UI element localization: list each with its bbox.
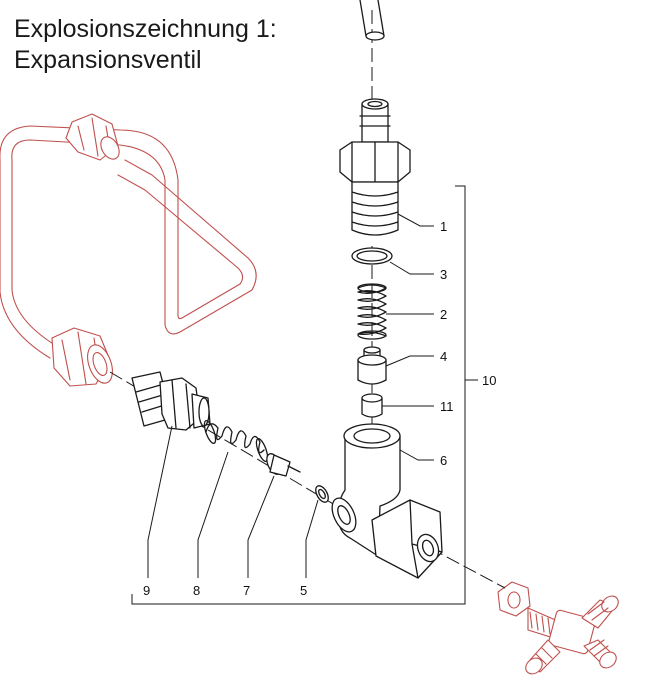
part-9-threaded-adapter	[131, 371, 211, 431]
title-line-2: Expansionsventil	[14, 46, 202, 74]
cross-fitting	[497, 581, 619, 675]
callout-9: 9	[143, 583, 150, 598]
callout-7: 7	[243, 583, 250, 598]
callout-5: 5	[300, 583, 307, 598]
callout-2: 2	[440, 307, 447, 322]
assembly-bracket	[131, 185, 478, 605]
pipe-nut-lower	[51, 327, 113, 387]
hose	[359, 0, 385, 41]
part-3-o-ring	[351, 247, 393, 265]
pipe-nut-upper	[65, 113, 120, 161]
part-11-valve-seat	[361, 393, 383, 418]
callout-6: 6	[440, 453, 447, 468]
connecting-pipe	[0, 113, 257, 387]
callout-10: 10	[482, 373, 496, 388]
diagram-title: Explosionszeichnung 1: Expansionsventil	[14, 14, 277, 76]
part-7-needle-valve	[266, 453, 301, 477]
part-6-valve-body	[331, 423, 443, 579]
axis-outlet	[429, 547, 506, 589]
part-5-o-ring	[315, 485, 329, 503]
callout-11: 11	[440, 399, 454, 414]
callout-3: 3	[440, 267, 447, 282]
part-1-hose-connector	[339, 98, 411, 236]
part-8-spring	[203, 419, 269, 463]
part-4-piston	[357, 346, 387, 385]
callout-1: 1	[440, 219, 447, 234]
callout-labels: 1 2 3 4 5 6 7 8 9 10 11	[143, 219, 496, 598]
callout-4: 4	[440, 349, 447, 364]
callout-8: 8	[193, 583, 200, 598]
leader-lines	[147, 213, 434, 578]
part-2-spring	[357, 283, 387, 340]
title-line-1: Explosionszeichnung 1:	[14, 15, 277, 43]
